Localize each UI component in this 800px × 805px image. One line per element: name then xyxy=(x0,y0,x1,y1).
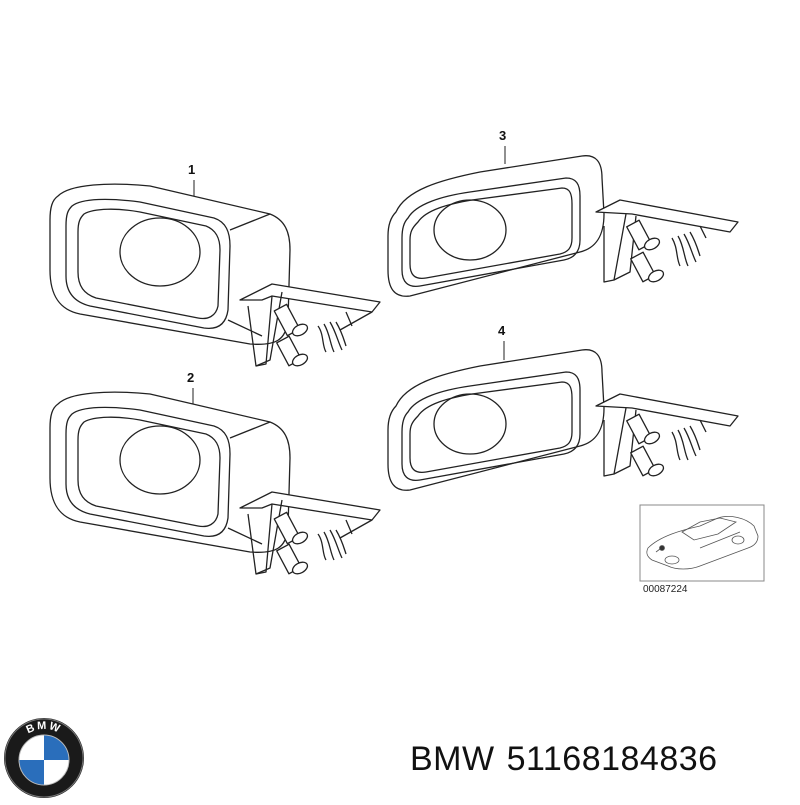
reference-number: 00087224 xyxy=(643,584,688,595)
part-caption: BMW 51168184836 xyxy=(410,740,730,779)
mirror-2 xyxy=(49,391,381,577)
svg-text:BMW: BMW xyxy=(24,720,63,736)
car-location-thumbnail xyxy=(639,504,765,582)
leader-lines xyxy=(192,146,506,404)
mirror-1 xyxy=(49,183,381,369)
mirror-3 xyxy=(387,155,739,297)
callout-4: 4 xyxy=(498,323,506,338)
bmw-logo-icon: BMW xyxy=(2,716,86,800)
brand-name: BMW xyxy=(410,740,495,778)
part-number: 51168184836 xyxy=(506,740,718,778)
logo-text: BMW xyxy=(24,720,61,736)
mirror-4 xyxy=(387,349,739,491)
callout-2: 2 xyxy=(187,370,195,385)
callout-3: 3 xyxy=(499,128,507,143)
callout-1: 1 xyxy=(188,162,196,177)
